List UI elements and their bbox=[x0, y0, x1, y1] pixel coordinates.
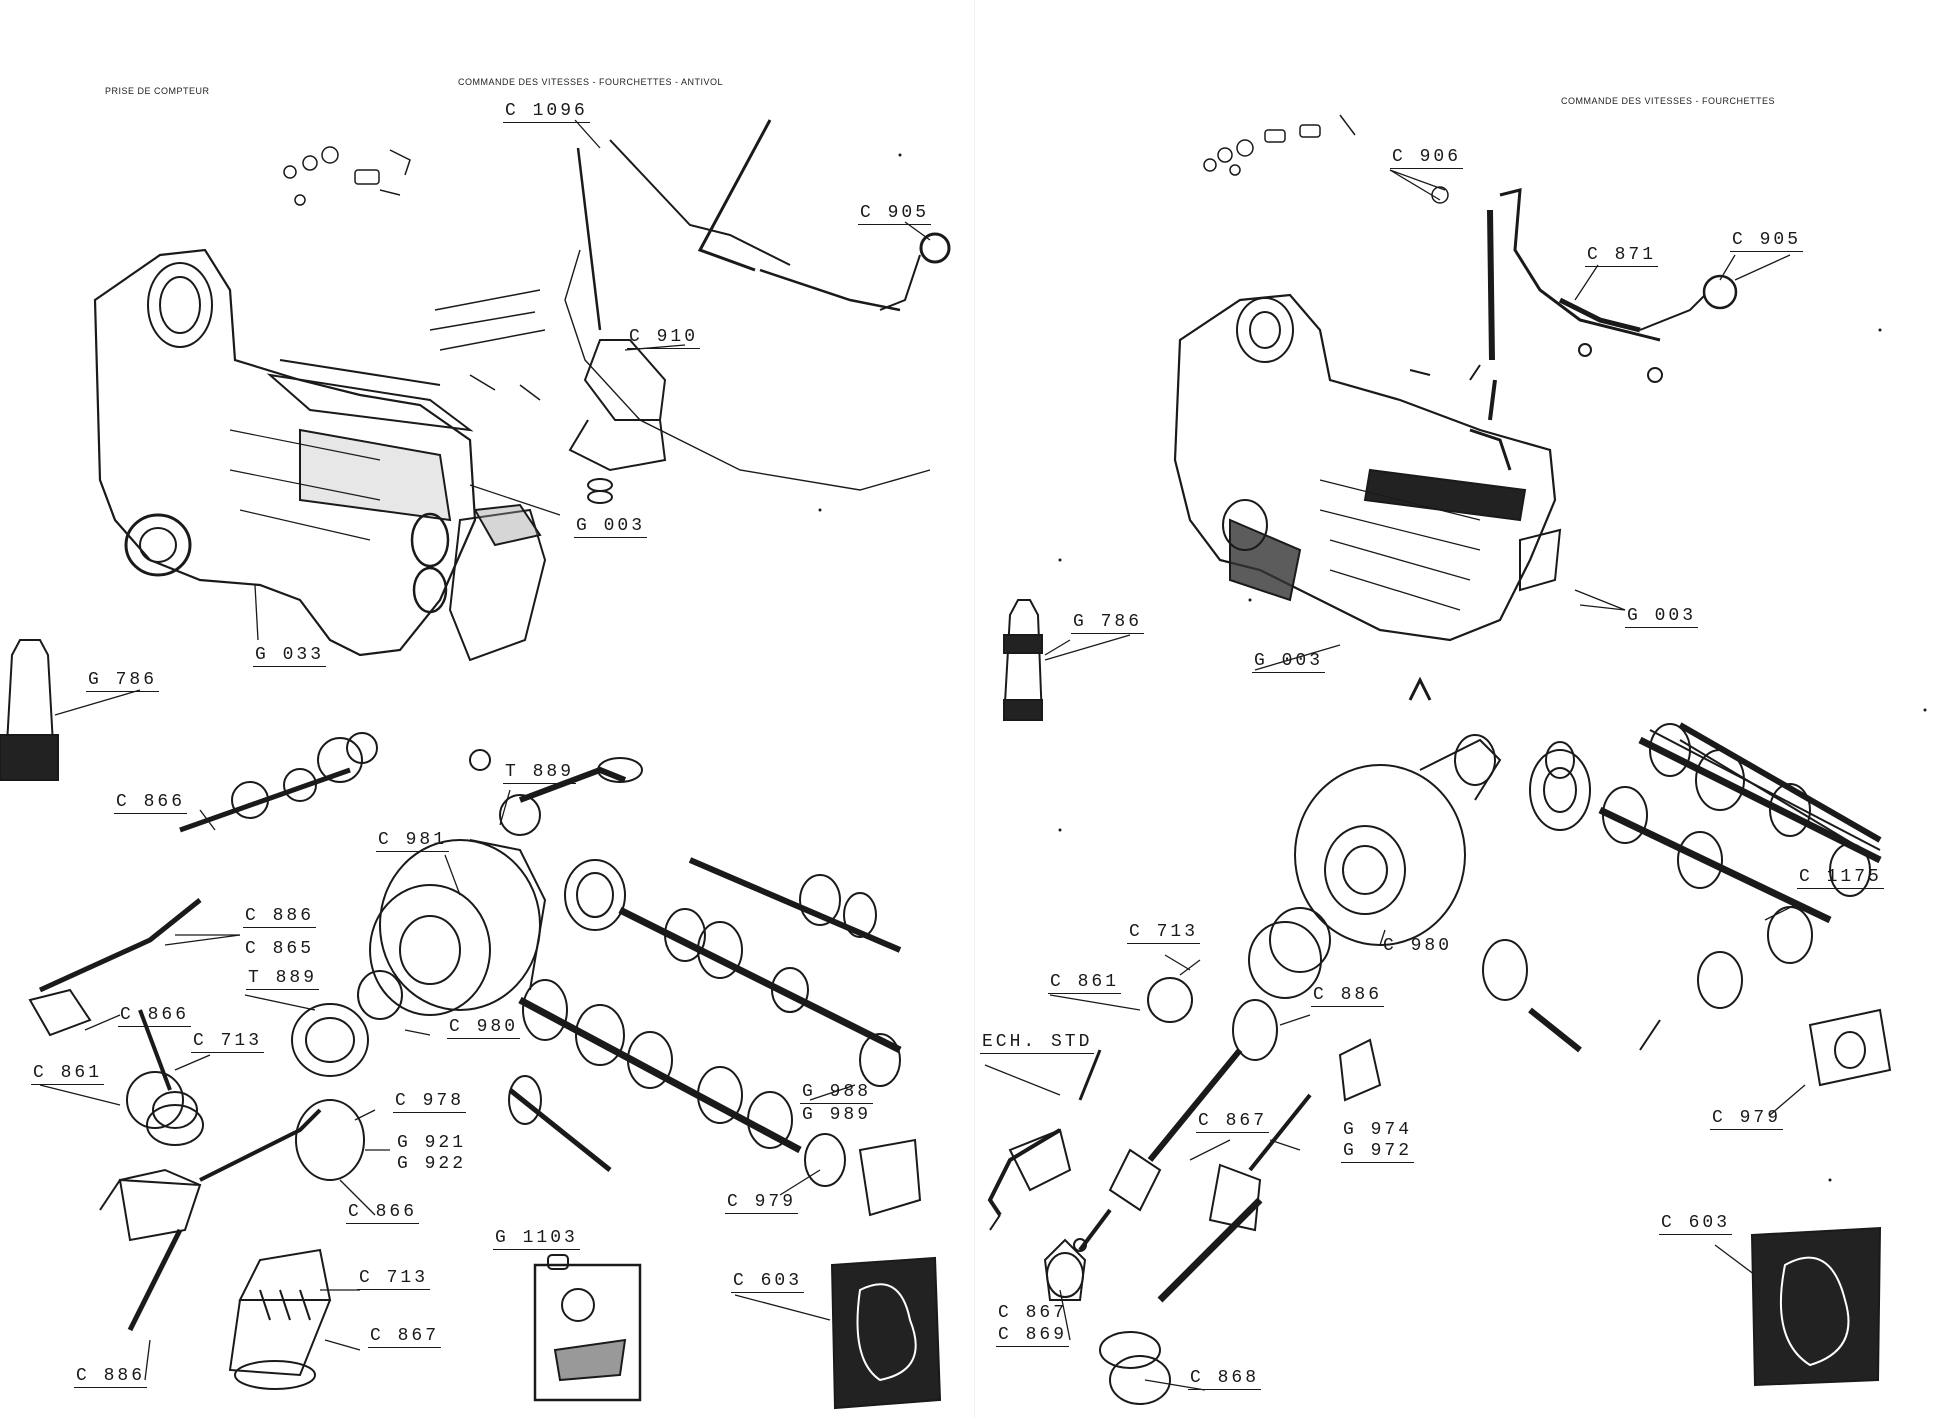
right-header-title: COMMANDE DES VITESSES - FOURCHETTES bbox=[1561, 96, 1776, 106]
speedo-drive-parts bbox=[283, 146, 411, 206]
label-c980-left: C 980 bbox=[447, 1017, 521, 1039]
label-c866-a: C 866 bbox=[114, 792, 188, 814]
left-gearbox-housing bbox=[93, 248, 547, 662]
label-g921: G 921 bbox=[397, 1133, 467, 1153]
right-differential bbox=[1248, 676, 1502, 999]
label-c866-b: C 866 bbox=[118, 1005, 192, 1027]
left-differential bbox=[291, 749, 643, 1077]
label-g786-left: G 786 bbox=[86, 670, 160, 692]
label-g922: G 922 bbox=[397, 1154, 467, 1174]
label-c905-left: C 905 bbox=[858, 203, 932, 225]
speckle bbox=[818, 153, 1927, 1182]
label-c713-right: C 713 bbox=[1127, 922, 1201, 944]
label-g974: G 974 bbox=[1343, 1120, 1413, 1140]
label-c713-a: C 713 bbox=[191, 1031, 265, 1053]
label-c981: C 981 bbox=[376, 830, 450, 852]
label-c910: C 910 bbox=[627, 327, 701, 349]
grease-tube-left bbox=[0, 639, 59, 781]
label-c1096: C 1096 bbox=[503, 101, 590, 123]
label-c868: C 868 bbox=[1188, 1368, 1262, 1390]
label-g989: G 989 bbox=[802, 1105, 872, 1125]
label-c1175: C 1175 bbox=[1797, 867, 1884, 889]
oil-can bbox=[533, 1254, 642, 1402]
label-c861-left: C 861 bbox=[31, 1063, 105, 1085]
page-fold bbox=[974, 0, 975, 1418]
label-c979-left: C 979 bbox=[725, 1192, 799, 1214]
label-c867-right-b: C 867 bbox=[998, 1303, 1068, 1323]
label-c713-b: C 713 bbox=[357, 1268, 431, 1290]
label-c869: C 869 bbox=[996, 1325, 1070, 1347]
label-g003-right-b: G 003 bbox=[1252, 651, 1326, 673]
right-gearbox-housing bbox=[1173, 293, 1562, 642]
shift-lever-assembly bbox=[429, 119, 951, 504]
label-t889-a: T 889 bbox=[503, 762, 577, 784]
label-c867-left: C 867 bbox=[368, 1326, 442, 1348]
label-c866-c: C 866 bbox=[346, 1202, 420, 1224]
label-c861-right: C 861 bbox=[1048, 972, 1122, 994]
label-c867-right-a: C 867 bbox=[1196, 1111, 1270, 1133]
label-g988: G 988 bbox=[800, 1082, 874, 1104]
left-leader-lines bbox=[39, 119, 931, 1381]
label-c886-right: C 886 bbox=[1311, 985, 1385, 1007]
right-driveshafts bbox=[987, 977, 1382, 1405]
label-g972: G 972 bbox=[1341, 1141, 1415, 1163]
left-header-title: COMMANDE DES VITESSES - FOURCHETTES - AN… bbox=[458, 77, 724, 87]
label-ech-std: ECH. STD bbox=[980, 1032, 1095, 1054]
label-g003-right-a: G 003 bbox=[1625, 606, 1699, 628]
gasket-right bbox=[1750, 1226, 1882, 1387]
label-c865: C 865 bbox=[245, 939, 315, 959]
label-t889-b: T 889 bbox=[246, 968, 320, 990]
right-leader-lines bbox=[984, 169, 1806, 1391]
left-driveshafts bbox=[28, 732, 378, 1390]
left-gearset bbox=[508, 857, 922, 1217]
label-c603-right: C 603 bbox=[1659, 1213, 1733, 1235]
label-g033: G 033 bbox=[253, 645, 327, 667]
gasket-left bbox=[830, 1256, 942, 1410]
label-c906: C 906 bbox=[1390, 147, 1464, 169]
label-c905-right: C 905 bbox=[1730, 230, 1804, 252]
label-g003-left: G 003 bbox=[574, 516, 648, 538]
right-shift-linkage bbox=[1409, 188, 1738, 383]
label-g1103: G 1103 bbox=[493, 1228, 580, 1250]
label-c886-a: C 886 bbox=[243, 906, 317, 928]
label-c979-right: C 979 bbox=[1710, 1108, 1784, 1130]
label-g786-right: G 786 bbox=[1071, 612, 1145, 634]
right-gearset bbox=[1482, 722, 1892, 1087]
label-c603-left: C 603 bbox=[731, 1271, 805, 1293]
label-c871: C 871 bbox=[1585, 245, 1659, 267]
grease-tube-right bbox=[1002, 599, 1044, 721]
label-c980-right: C 980 bbox=[1383, 936, 1453, 956]
label-c886-b: C 886 bbox=[74, 1366, 148, 1388]
left-header-speedo: PRISE DE COMPTEUR bbox=[105, 86, 210, 96]
label-c978: C 978 bbox=[393, 1091, 467, 1113]
